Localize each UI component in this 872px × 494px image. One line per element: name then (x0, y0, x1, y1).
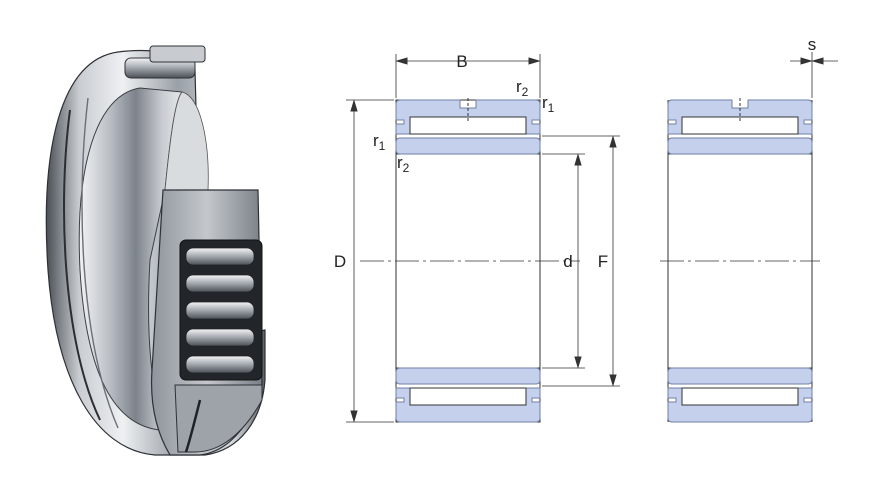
inner-ring-section-bottom (395, 367, 541, 385)
ring-groove-1 (63, 109, 101, 421)
needle-roller (185, 247, 255, 266)
d-bore-arrow-bottom (574, 356, 582, 369)
displaced-view (660, 52, 838, 423)
b-arrow-right (528, 57, 541, 65)
needle-roller (185, 355, 255, 374)
dimension-labels: B D d F r2 r1 r1 r2 (334, 52, 608, 271)
label-r2-left: r2 (397, 153, 410, 175)
label-F: F (598, 252, 608, 271)
d-outer-arrow-top (350, 99, 358, 112)
d-bore-arrow-top (574, 153, 582, 166)
lower-lip (174, 384, 263, 453)
f-arrow-top (609, 135, 617, 148)
roller-pocket-bottom (681, 387, 799, 406)
label-D: D (334, 252, 346, 271)
ring-groove-2 (81, 97, 119, 429)
inner-ring-section-top (395, 137, 541, 155)
inner-ring-section-top (667, 137, 813, 155)
needle-roller (185, 301, 255, 320)
f-arrow-bottom (609, 374, 617, 387)
d-outer-arrow-bottom (350, 410, 358, 423)
bearing-photo (45, 45, 266, 456)
top-cage (149, 45, 206, 63)
needle-roller (185, 328, 255, 347)
needle-roller (185, 274, 255, 293)
s-arrow-left (800, 57, 813, 65)
label-r2-top: r2 (516, 77, 529, 99)
roller-pocket-bottom (409, 387, 527, 406)
label-r1-top: r1 (542, 93, 555, 115)
label-d: d (563, 252, 572, 271)
needle-rollers (185, 247, 255, 374)
b-arrow-left (395, 57, 408, 65)
roller-pocket-top (409, 116, 527, 135)
label-r1-left: r1 (373, 131, 386, 153)
s-arrow-right (811, 57, 824, 65)
inner-ring-section-bottom (667, 367, 813, 385)
roller-pocket-top (681, 116, 799, 135)
label-b: B (456, 52, 467, 71)
section-view (346, 54, 620, 423)
lower-groove (184, 399, 202, 453)
label-s: s (808, 35, 817, 54)
